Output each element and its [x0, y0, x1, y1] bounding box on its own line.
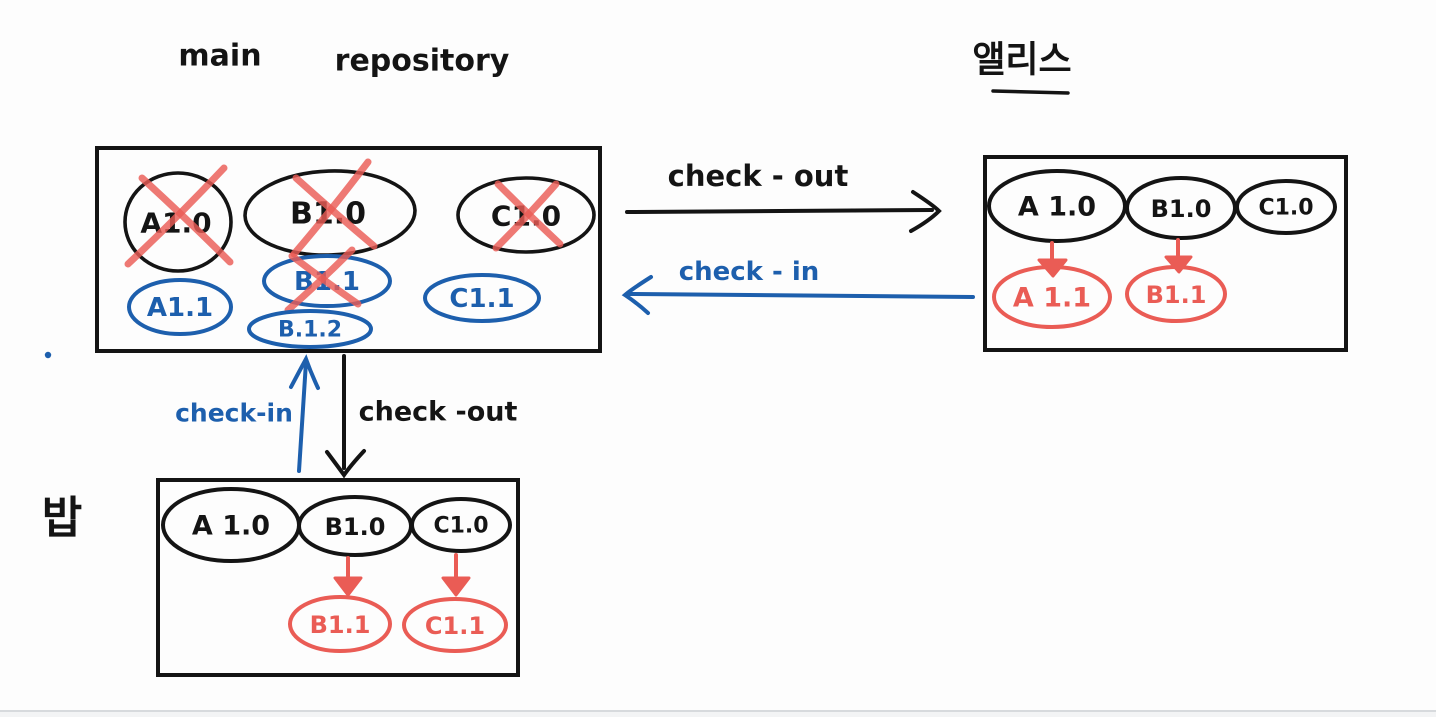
version-ellipse — [992, 265, 1112, 329]
version-label: B1.0 — [325, 513, 386, 541]
arrowhead-right — [909, 190, 942, 233]
crossout-x-b11 — [284, 246, 362, 314]
label-main: main — [178, 39, 261, 74]
version-label: A 1.1 — [1013, 283, 1091, 314]
version-label: C1.1 — [425, 612, 485, 640]
version-ellipse — [987, 169, 1127, 243]
arrowhead-down — [325, 449, 366, 479]
arrowhead-up — [289, 354, 320, 390]
checkin-arrow-from-alice: check - in — [621, 257, 975, 315]
version-ellipse — [247, 309, 373, 349]
arrowhead-left — [621, 275, 653, 315]
derive-arrow — [441, 553, 471, 597]
label-alice: 앨리스 — [972, 40, 1071, 81]
crossout-x-b10 — [290, 158, 378, 258]
crossout-x-a10 — [124, 164, 234, 268]
checkout-label: check - out — [668, 159, 849, 193]
main-repository-frame — [95, 146, 602, 353]
version-ellipse — [123, 171, 233, 273]
bob-workspace-box: A 1.0 B1.0 C1.0 B1.1 C1.1 — [156, 478, 520, 677]
page-below-edge — [0, 712, 1436, 717]
version-ellipse — [288, 595, 392, 653]
version-ellipse — [423, 273, 541, 323]
alice-workspace-box: A 1.0 B1.0 C1.0 A 1.1 B1.1 — [983, 155, 1348, 352]
alice-underline — [991, 89, 1070, 95]
label-bob: 밥 — [42, 493, 82, 544]
version-label: C1.0 — [1258, 196, 1313, 221]
checkout-label: check -out — [359, 397, 518, 428]
bob-frame — [156, 478, 520, 677]
version-ellipse — [1235, 179, 1337, 235]
checkout-arrow-to-bob: check -out — [325, 354, 518, 479]
alice-frame — [983, 155, 1348, 352]
checkin-label: check - in — [679, 257, 820, 287]
version-label: A1.1 — [147, 293, 213, 323]
version-ellipse — [127, 278, 233, 336]
label-repository: repository — [335, 44, 510, 79]
stray-ink-dot — [44, 351, 52, 359]
version-label: B1.0 — [1151, 195, 1212, 223]
version-label: A 1.0 — [192, 511, 270, 542]
main-repository-box: A1.0 B1.0 C1.0 A1.1 B1.1 C1.1 B.1 — [95, 146, 602, 353]
derive-arrow — [333, 556, 363, 597]
version-ellipse — [1125, 265, 1227, 323]
version-label: A 1.0 — [1018, 192, 1096, 223]
checkin-arrow-from-bob: check-in — [175, 354, 320, 473]
version-ellipse — [402, 597, 508, 653]
version-label: B.1.2 — [278, 318, 342, 343]
checkin-label: check-in — [175, 399, 293, 428]
derive-arrow — [1164, 238, 1193, 274]
version-ellipse — [262, 254, 392, 308]
version-ellipse — [410, 497, 512, 553]
version-ellipse — [456, 176, 596, 254]
version-label: C1.0 — [433, 514, 488, 539]
version-ellipse — [1125, 176, 1237, 240]
version-label: C1.1 — [449, 284, 514, 314]
version-label: B1.1 — [310, 611, 371, 639]
crossout-x-c10 — [492, 180, 564, 252]
checkout-arrow-to-alice: check - out — [625, 159, 942, 233]
version-label: B1.1 — [1146, 281, 1207, 309]
